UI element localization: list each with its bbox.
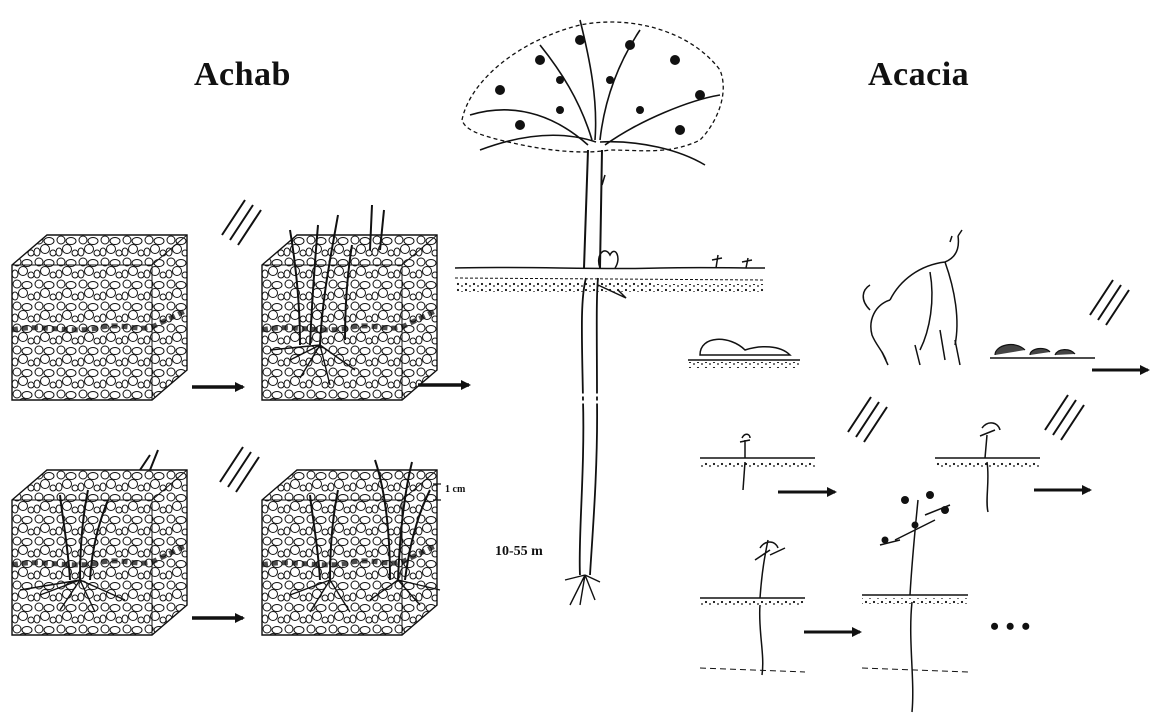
soil-block-icon — [12, 235, 187, 400]
rain-streaks-icon — [1045, 395, 1084, 440]
seedling-small-icon — [700, 434, 815, 490]
seedling-rooted-icon — [935, 423, 1040, 512]
grazing-goat-icon — [863, 230, 962, 365]
mature-acacia-tree-icon — [455, 20, 765, 605]
rain-streaks-icon — [1090, 280, 1129, 325]
rain-streaks-icon — [220, 447, 259, 492]
sapling-icon — [700, 540, 805, 675]
soil-block-sprouting-icon — [262, 205, 437, 400]
seed-pile-icon — [990, 345, 1095, 358]
achab-title: Achab — [194, 56, 291, 94]
soil-block-tufts-icon — [12, 450, 187, 635]
soil-block-dense-icon — [262, 460, 441, 635]
rain-streaks-icon — [222, 200, 261, 245]
scale-bar-label: 1 cm — [445, 484, 465, 495]
depth-label: 10-55 m — [495, 544, 543, 560]
young-tree-icon — [862, 491, 968, 712]
acacia-title: Acacia — [868, 56, 969, 94]
rain-streaks-icon — [848, 397, 887, 442]
continuation-ellipsis: • • • — [990, 612, 1030, 642]
pod-icon — [688, 339, 800, 368]
